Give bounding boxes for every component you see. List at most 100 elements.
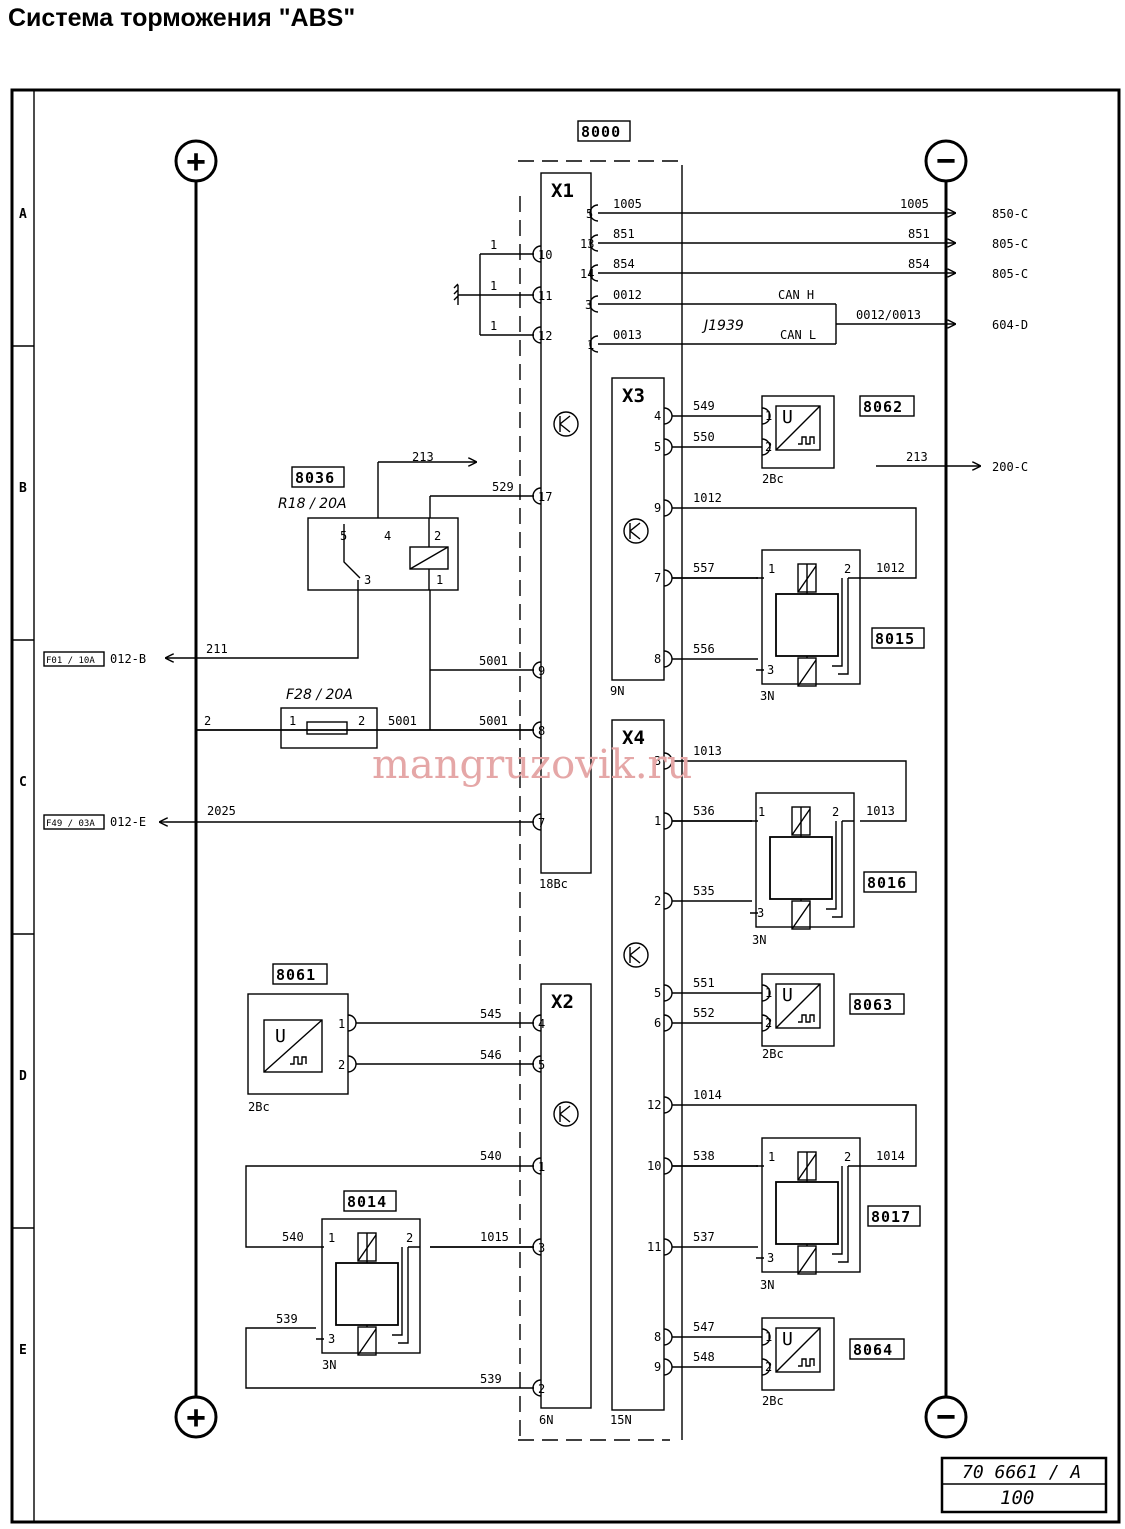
watermark: mangruzovik.ru: [372, 742, 692, 788]
diagram-label: 211: [206, 642, 228, 656]
diagram-label: 1: [289, 714, 296, 728]
diagram-label: 3: [767, 1251, 774, 1265]
diagram-label: 2: [538, 1382, 545, 1396]
positive-rail: + +: [174, 139, 218, 1439]
diagram-label: 2: [358, 714, 365, 728]
positive-terminal-icon: [174, 139, 218, 183]
can-protocol: J1939: [701, 318, 744, 334]
diagram-label: 8: [654, 1330, 661, 1344]
sensor-code: 8062: [863, 398, 903, 416]
diagram-label: 11: [538, 289, 552, 303]
diagram-label: 1: [338, 1017, 345, 1031]
valve-8014: 1 2 3 3N 8014: [315, 1190, 421, 1372]
negative-terminal-icon: [924, 139, 968, 183]
sensor-8064: 1 2 U 2Bc 8064: [761, 1317, 905, 1408]
left-output-012-b: F01 / 10A 012-B 211: [43, 642, 228, 667]
diagram-label: 012-E: [110, 815, 146, 829]
connector-x2: X2 6N: [245, 983, 592, 1427]
diagram-label: 2: [654, 894, 661, 908]
x1-right-pins: [589, 204, 955, 353]
diagram-label: 2: [406, 1231, 413, 1245]
diagram-label: 537: [693, 1230, 715, 1244]
diagram-label: 2: [338, 1058, 345, 1072]
fuse-rating: F28 / 20A: [286, 687, 353, 703]
drawing-number: 70 6661 / A: [962, 1462, 1081, 1483]
fuse-f28: F28 / 20A 2 1 2 5001: [196, 687, 534, 749]
diagram-label: 2: [844, 1150, 851, 1164]
diagram-label: 9: [654, 501, 661, 515]
diagram-label: 2: [765, 440, 772, 454]
diagram-label: 3: [654, 754, 661, 768]
diagram-label: 557: [693, 561, 715, 575]
diagram-label: 550: [693, 430, 715, 444]
diagram-label: 1: [654, 814, 661, 828]
diagram-label: 1012: [693, 491, 722, 505]
sensor-8061: U 1 2 2Bc 8061: [247, 963, 357, 1114]
output-805-c: 805-C: [992, 237, 1028, 251]
diagram-label: +: [186, 1398, 205, 1436]
sensor-8063: 1 2 U 2Bc 8063: [761, 973, 905, 1061]
diagram-label: 17: [538, 490, 552, 504]
diagram-label: 0013: [613, 328, 642, 342]
diagram-label: 15N: [610, 1413, 632, 1427]
output-200-c: 200-C: [992, 460, 1028, 474]
diagram-label: U: [782, 1329, 793, 1350]
diagram-label: 5001: [479, 654, 508, 668]
row-dividers: [12, 345, 34, 1229]
valve-8017: 1 2 3 3N 8017: [755, 1137, 921, 1292]
diagram-label: 1015: [480, 1230, 509, 1244]
diagram-label: 1: [765, 409, 772, 423]
diagram-label: 545: [480, 1007, 502, 1021]
row-label-e: E: [19, 1343, 27, 1358]
diagram-label: 1: [328, 1231, 335, 1245]
diagram-label: 18Bc: [539, 877, 568, 891]
diagram-label: 539: [480, 1372, 502, 1386]
diagram-label: 2Bc: [762, 472, 784, 486]
relay-rating: R18 / 20A: [278, 496, 347, 512]
diagram-label: 1012: [876, 561, 905, 575]
diagram-label: 549: [693, 399, 715, 413]
left-output-012-e: F49 / 03A 012-E: [43, 814, 146, 830]
diagram-label: 12: [538, 329, 552, 343]
diagram-label: 213: [412, 450, 434, 464]
valve-code: 8016: [867, 874, 907, 892]
diagram-label: X1: [551, 180, 574, 202]
connector-x1: X1 18Bc: [539, 172, 592, 891]
diagram-label: 1: [768, 562, 775, 576]
output-805-c: 805-C: [992, 267, 1028, 281]
diagram-label: 3N: [760, 689, 774, 703]
diagram-label: CAN L: [780, 328, 816, 342]
diagram-label: 538: [693, 1149, 715, 1163]
diagram-label: 2Bc: [762, 1047, 784, 1061]
diagram-label: 539: [276, 1312, 298, 1326]
diagram-label: 3: [767, 663, 774, 677]
diagram-label: 854: [613, 257, 635, 271]
diagram-label: 5: [586, 207, 593, 221]
diagram-frame: [10, 88, 1121, 1524]
output-850-c: 850-C: [992, 207, 1028, 221]
diagram-label: 3: [328, 1332, 335, 1346]
diagram-label: −: [936, 141, 955, 179]
diagram-label: 2Bc: [248, 1100, 270, 1114]
row-label-d: D: [19, 1069, 27, 1084]
diagram-label: 9: [654, 1360, 661, 1374]
diagram-label: 1: [765, 986, 772, 1000]
diagram-label: 3N: [752, 933, 766, 947]
ecu-8000: 8000: [518, 120, 683, 1441]
valve-code: 8014: [347, 1193, 387, 1211]
negative-terminal-icon: [924, 1395, 968, 1439]
diagram-label: 1014: [876, 1149, 905, 1163]
diagram-label: 5: [654, 440, 661, 454]
diagram-label: 9N: [610, 684, 624, 698]
diagram-label: 552: [693, 1006, 715, 1020]
diagram-label: 854: [908, 257, 930, 271]
diagram-label: −: [936, 1397, 955, 1435]
sensor-code: 8061: [276, 966, 316, 984]
diagram-label: 556: [693, 642, 715, 656]
diagram-label: 1: [436, 573, 443, 587]
diagram-label: CAN H: [778, 288, 814, 302]
diagram-label: X3: [622, 385, 645, 407]
sheet-number: 100: [1000, 1487, 1034, 1509]
diagram-label: 10: [538, 248, 552, 262]
transistor-icon: [553, 411, 579, 437]
